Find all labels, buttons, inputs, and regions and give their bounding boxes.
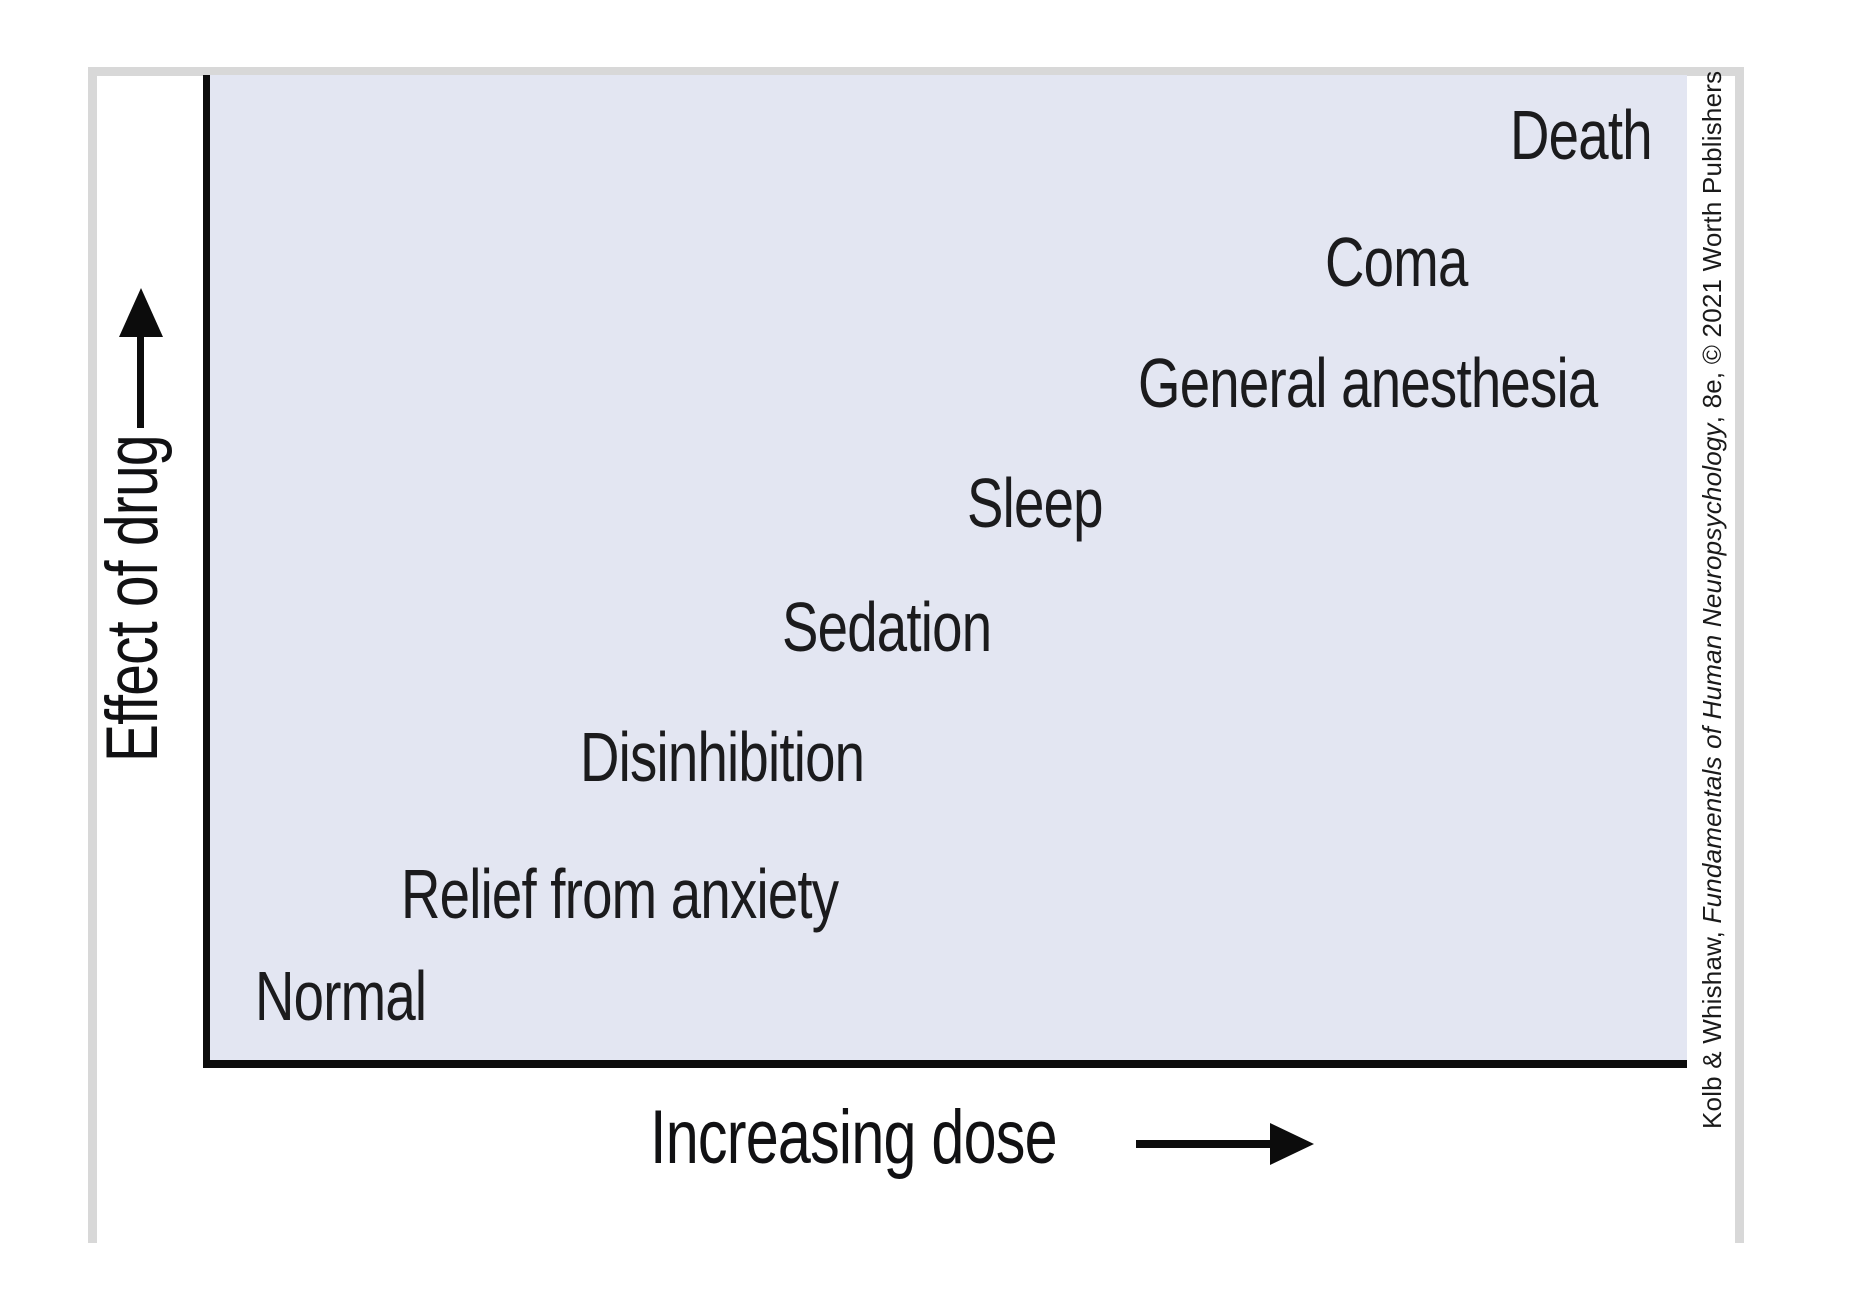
y-axis-arrow (137, 332, 144, 428)
plot-label-relief-from-anxiety: Relief from anxiety (401, 855, 839, 933)
plot-label-normal: Normal (255, 957, 427, 1035)
x-axis-label: Increasing dose (650, 1095, 1058, 1180)
plot-label-coma: Coma (1325, 223, 1468, 301)
frame-right-border (1735, 67, 1744, 1243)
plot-label-sleep: Sleep (967, 464, 1104, 542)
attribution-authors: Kolb & Whishaw, (1697, 923, 1727, 1129)
x-axis-arrow (1136, 1140, 1274, 1148)
y-axis-label: Effect of drug (92, 435, 173, 762)
x-axis-arrowhead-icon (1270, 1123, 1314, 1165)
frame-left-border (88, 67, 97, 1243)
plot-label-disinhibition: Disinhibition (580, 718, 865, 796)
y-axis-line (203, 75, 210, 1068)
attribution-text: Kolb & Whishaw, Fundamentals of Human Ne… (1697, 70, 1727, 1129)
attribution-edition-publisher: , 8e, © 2021 Worth Publishers (1697, 70, 1727, 424)
plot-area (210, 75, 1687, 1060)
plot-label-general-anesthesia: General anesthesia (1138, 344, 1598, 422)
attribution-book-title: Fundamentals of Human Neuropsychology (1697, 423, 1727, 924)
plot-label-sedation: Sedation (782, 588, 992, 666)
x-axis-line (203, 1060, 1687, 1068)
frame-top-border (88, 67, 1744, 76)
y-axis-arrowhead-icon (119, 288, 163, 337)
plot-label-death: Death (1510, 96, 1653, 174)
